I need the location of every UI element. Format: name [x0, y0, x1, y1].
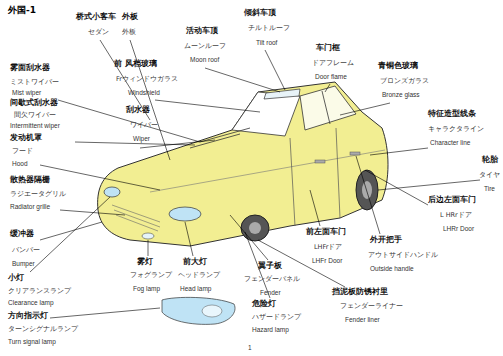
part-name-en: Head lamp — [180, 285, 211, 292]
part-name-zh: 方向指示灯 — [8, 312, 48, 321]
part-name-ja: クリアランスランプ — [8, 288, 71, 295]
part-name-ja: ヘッドランプ — [178, 272, 220, 279]
part-name-en: Bumper — [12, 260, 35, 267]
part-name-en: Tire — [484, 185, 495, 192]
part-name-ja: バンパー — [12, 247, 40, 254]
part-name-ja: ターンシグナルランプ — [8, 326, 78, 333]
part-name-zh: 外开把手 — [370, 236, 402, 245]
part-name-ja: ムーンルーフ — [184, 43, 226, 50]
part-name-ja: フェンダーパネル — [244, 276, 300, 283]
part-name-zh: 轮胎 — [482, 156, 498, 165]
part-name-en: Hazard lamp — [252, 326, 289, 333]
part-name-en: LHFr Door — [312, 257, 342, 264]
part-name-zh: 特征造型线条 — [428, 110, 476, 119]
part-name-zh: 外板 — [122, 13, 138, 22]
part-name-en: Door flame — [315, 73, 347, 80]
part-name-ja: ハザードランプ — [252, 314, 301, 321]
part-name-zh: 间歇式刮水器 — [10, 99, 58, 108]
part-name-zh: 车门框 — [316, 44, 340, 53]
part-name-ja: セダン — [88, 29, 109, 36]
page-number: 1 — [248, 344, 252, 351]
part-name-en: Outside handle — [370, 265, 414, 272]
part-name-en: Radiator grille — [10, 203, 50, 210]
part-name-zh: 发动机罩 — [10, 134, 42, 143]
part-name-zh: 刮水器 — [126, 106, 150, 115]
part-name-ja: アウトサイドハンドル — [368, 252, 438, 259]
part-name-ja: キャラクタライン — [428, 126, 484, 133]
part-name-ja: タイヤ — [479, 172, 500, 179]
part-name-en: Hood — [12, 160, 28, 167]
part-name-zh: 前左面车门 — [306, 228, 346, 237]
part-name-ja: チルトルーフ — [248, 25, 290, 32]
part-name-en: Tilt roof — [256, 39, 277, 46]
part-name-en: Fender — [260, 289, 281, 296]
part-name-ja: 間欠ワイパー — [14, 112, 56, 119]
part-name-zh: 前大灯 — [183, 258, 207, 267]
part-name-zh: 危险灯 — [252, 300, 276, 309]
part-name-ja: ミストワイパー — [10, 79, 59, 86]
part-name-ja: フォグランプ — [130, 272, 172, 279]
part-name-ja: ドアフレーム — [312, 60, 354, 67]
part-name-ja: フード — [12, 148, 33, 155]
part-name-zh: 雾面刮水器 — [10, 64, 50, 73]
part-name-zh: 桥式小客车 — [76, 13, 116, 22]
part-name-zh: 缓冲器 — [10, 230, 34, 239]
part-name-zh: 前 风档玻璃 — [114, 60, 157, 69]
page-title: 外国-1 — [8, 6, 36, 16]
part-name-ja: ワイパー — [130, 122, 158, 129]
part-name-en: Intermittent wiper — [10, 122, 60, 129]
part-name-en: Character line — [430, 139, 470, 146]
part-name-zh: 倾斜车顶 — [244, 9, 276, 18]
part-name-ja: L HRrドア — [440, 212, 472, 219]
part-name-en: Turn signal lamp — [8, 338, 56, 345]
part-name-ja: 外板 — [122, 29, 136, 36]
part-name-en: Clearance lamp — [8, 299, 54, 306]
part-name-ja: フェンダーライナー — [340, 303, 403, 310]
part-name-ja: LHFrドア — [314, 244, 342, 251]
part-name-en: Moon roof — [190, 56, 219, 63]
part-name-ja: Frウィンドウガラス — [116, 76, 178, 83]
part-name-zh: 挡泥板防锈衬里 — [332, 288, 388, 297]
part-name-zh: 翼子板 — [258, 262, 282, 271]
part-name-zh: 小灯 — [8, 274, 24, 283]
part-name-en: Fog lamp — [133, 285, 160, 292]
part-name-zh: 活动车顶 — [186, 27, 218, 36]
part-name-en: Wiper — [133, 135, 150, 142]
part-name-en: Mist wiper — [12, 89, 41, 96]
part-name-ja: ブロンズガラス — [380, 78, 429, 85]
part-name-zh: 雾灯 — [137, 258, 153, 267]
part-name-zh: 散热器隔栅 — [10, 176, 50, 185]
part-name-en: Windshield — [128, 89, 160, 96]
part-name-en: Bronze glass — [382, 91, 420, 98]
part-name-zh: 后边左面车门 — [428, 196, 476, 205]
part-name-en: Fender liner — [345, 316, 380, 323]
part-name-ja: ラジエータグリル — [10, 191, 66, 198]
part-name-en: LHRr Door — [443, 225, 474, 232]
part-name-zh: 青铜色玻璃 — [378, 62, 418, 71]
